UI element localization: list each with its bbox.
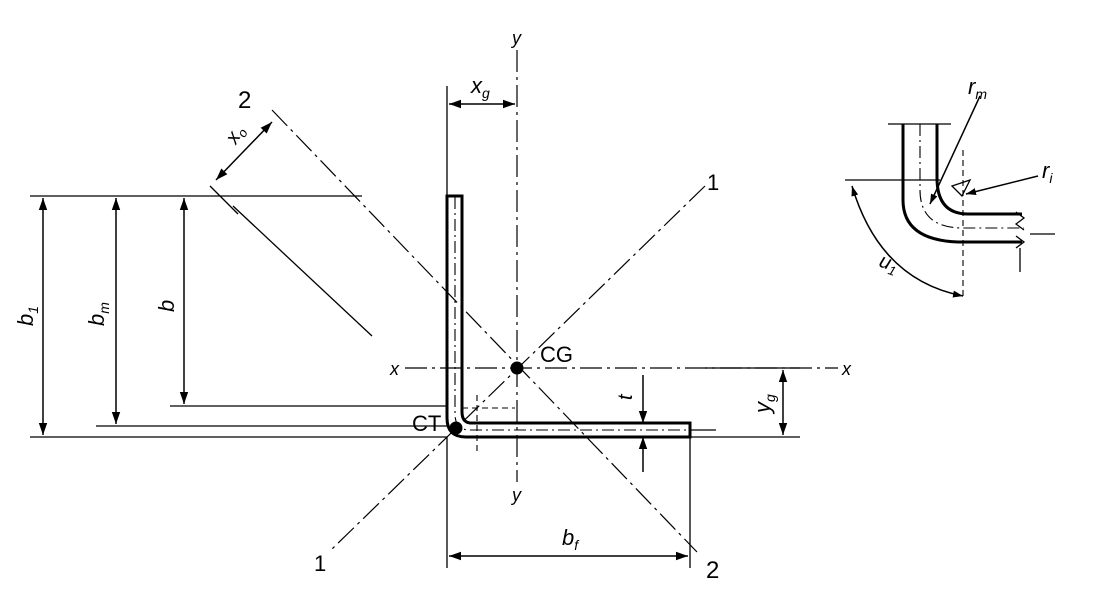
- label-xg: xg: [470, 73, 490, 101]
- corner-reference-lines: [462, 395, 515, 452]
- label-x-right: x: [841, 359, 852, 379]
- label-b: b: [154, 300, 179, 312]
- axis-2-2: [271, 109, 698, 553]
- label-x-left: x: [389, 359, 400, 379]
- dimension-lines: [38, 99, 788, 561]
- axis-labels: y y x x 1 1 2 2 CG CT: [238, 28, 852, 584]
- label-u1: u1: [876, 250, 901, 279]
- label-y-bottom: y: [510, 485, 522, 505]
- xo-parallel-line: [232, 205, 373, 337]
- label-xo: xo: [221, 122, 251, 150]
- centroid-point: [510, 361, 524, 375]
- label-axis-2-top: 2: [238, 87, 251, 114]
- label-axis-1-top: 1: [707, 170, 719, 195]
- label-bm: bm: [84, 302, 112, 326]
- corner-detail: [845, 95, 1055, 300]
- label-t: t: [615, 393, 637, 400]
- shear-center-point: [449, 421, 463, 435]
- label-axis-1-bottom: 1: [314, 551, 326, 576]
- extension-lines: [30, 86, 800, 568]
- label-centroid: CG: [540, 342, 573, 367]
- label-rm: rm: [968, 74, 987, 102]
- label-yg: yg: [750, 394, 778, 415]
- label-y-top: y: [510, 28, 522, 48]
- label-axis-2-bottom: 2: [706, 557, 719, 584]
- label-b1: b1: [13, 306, 41, 326]
- dimension-labels: xg xo b1 bm b t yg bf rm ri u1: [13, 73, 1053, 553]
- label-ri: ri: [1042, 158, 1053, 186]
- label-shear-center: CT: [412, 411, 441, 436]
- label-bf: bf: [562, 525, 580, 553]
